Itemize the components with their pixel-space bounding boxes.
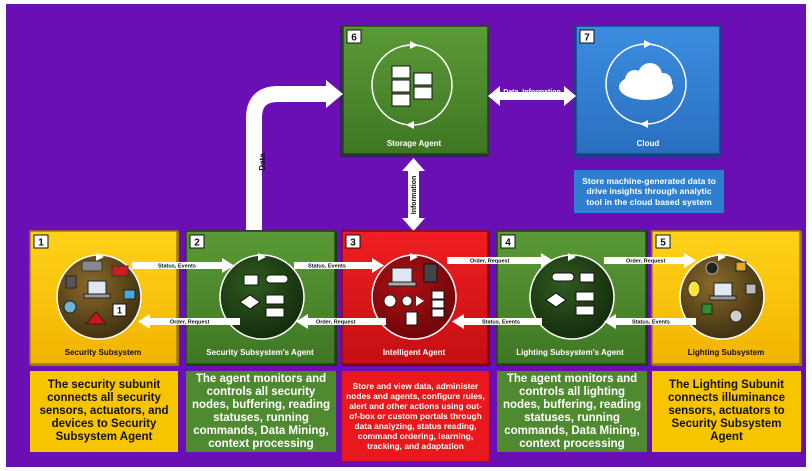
lighting-subsystem-number: 5 — [660, 238, 666, 249]
data-arrow: Data — [246, 80, 343, 230]
storage-agent-title: Storage Agent — [387, 139, 442, 148]
storage-agent-node: 6 Storage Agent — [340, 25, 489, 157]
security-subsystem-number: 1 — [38, 238, 44, 249]
laptop-icon — [713, 282, 733, 297]
security-agent-node: 2 Security Subsystem's Agent — [185, 230, 337, 366]
security-inner-number: 1 — [117, 306, 122, 316]
order-request-label: Order, Request — [316, 320, 356, 326]
keypad-icon — [65, 275, 77, 289]
cycle-arrow-icon — [568, 253, 576, 261]
warning-icon — [84, 311, 108, 325]
intelligent-agent-number: 3 — [350, 238, 356, 249]
cycle-arrow-icon — [96, 253, 104, 261]
security-agent-number: 2 — [194, 238, 200, 249]
flowchart-icon — [239, 274, 289, 318]
sensor-icon — [705, 261, 719, 275]
security-agent-title: Security Subsystem's Agent — [206, 348, 314, 357]
lighting-subsystem-title: Lighting Subsystem — [688, 348, 764, 357]
cloud-description: Store machine-generated data to drive in… — [574, 170, 724, 213]
database-icon — [431, 290, 445, 318]
cloud-number-box — [579, 29, 595, 44]
information-arrow: Information — [402, 158, 425, 231]
status-events-label: Status, Events — [482, 320, 520, 326]
cycle-arrow-icon — [640, 120, 648, 128]
storage-cloud-arrow: Data, Information — [488, 86, 576, 106]
intelligent-agent-node: 3 Intelligent Agent — [341, 230, 490, 366]
status-events-label: Status, Events — [308, 264, 346, 270]
status-events-label: Status, Events — [632, 320, 670, 326]
lighting-agent-description: The agent monitors and controls all ligh… — [497, 371, 647, 452]
globe-icon — [63, 300, 77, 314]
cycle-arrow-icon — [406, 121, 414, 129]
document-icon — [405, 311, 418, 326]
order-request-label: Order, Request — [470, 259, 510, 265]
lighting-agent-title: Lighting Subsystem's Agent — [516, 348, 624, 357]
cloud-number: 7 — [584, 33, 590, 44]
security-agent-description: The agent monitors and controls all secu… — [186, 371, 336, 452]
storage-agent-number-box — [346, 29, 362, 44]
lighting-agent-node: 4 Lighting Subsystem's Agent — [496, 230, 648, 366]
storage-agent-number: 6 — [351, 33, 357, 44]
security-subsystem-node: 1 1 Security Subsystem — [29, 230, 179, 366]
lighting-agent-number: 4 — [505, 238, 511, 249]
lighting-subsystem-node: 5 Lighting Subsystem — [651, 230, 802, 366]
phone-icon — [423, 263, 438, 283]
information-label: Information — [411, 176, 418, 215]
cycle-arrow-icon — [718, 253, 726, 261]
laptop-icon — [87, 280, 107, 295]
cloud-node: 7 Cloud — [573, 25, 721, 157]
lighting-subsystem-description: The Lighting Subunit connects illuminanc… — [652, 371, 801, 452]
intelligent-agent-description: Store and view data, administer nodes an… — [342, 371, 489, 461]
security-subsystem-description: The security subunit connects all securi… — [30, 371, 178, 452]
alarm-icon — [111, 265, 129, 277]
intelligent-agent-title: Intelligent Agent — [383, 348, 446, 357]
security-subsystem-title: Security Subsystem — [65, 348, 141, 357]
cycle-arrow-icon — [410, 253, 418, 261]
order-request-label: Order, Request — [626, 259, 666, 265]
cloud-icon — [619, 63, 673, 100]
cycle-arrow-icon — [644, 40, 652, 48]
envelope-icon — [123, 289, 136, 300]
lightbulb-icon — [687, 280, 701, 298]
data-label: Data — [258, 153, 267, 171]
cycle-arrow-icon — [258, 253, 266, 261]
database-icon — [391, 65, 433, 107]
flowchart-icon — [545, 272, 595, 316]
order-request-label: Order, Request — [170, 320, 210, 326]
laptop-icon — [391, 267, 413, 283]
cloud-title: Cloud — [637, 139, 660, 148]
flow-arrows: Status, Events Status, Events Order, Req… — [132, 253, 696, 329]
data-information-label: Data, Information — [503, 89, 561, 96]
camera-icon — [81, 260, 103, 272]
cycle-arrow-icon — [410, 41, 418, 49]
status-events-label: Status, Events — [158, 264, 196, 270]
